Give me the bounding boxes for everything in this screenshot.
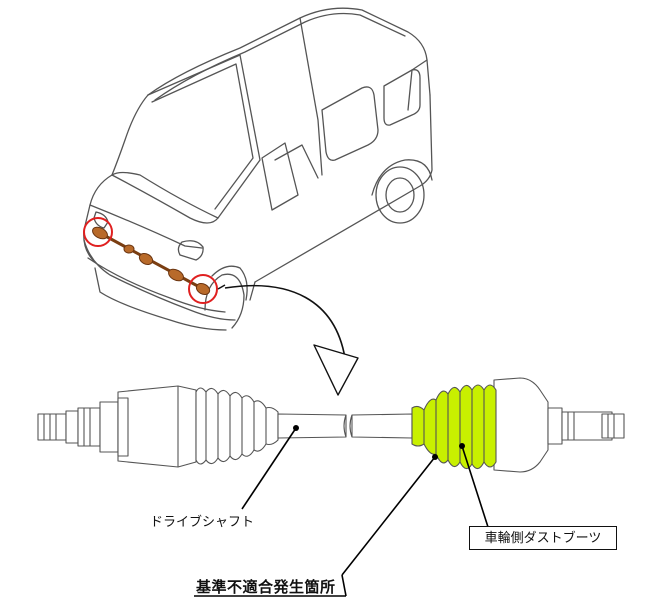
leader-lines: [194, 425, 489, 597]
inner-boot: [195, 387, 279, 465]
vehicle-illustration: [83, 7, 433, 331]
nonconforming-location-label: 基準不適合発生箇所: [196, 578, 336, 596]
location-markers: [83, 217, 218, 304]
boot-leader: [461, 445, 489, 528]
wheel-side-dust-boot: [411, 384, 497, 470]
location-leader: [341, 456, 436, 576]
driveshaft-label: ドライブシャフト: [150, 515, 255, 530]
inner-joint-marker: [83, 217, 113, 247]
inner-stub: [37, 413, 67, 441]
driveshaft-assembly: [37, 377, 625, 473]
curved-arrow-icon: [217, 284, 359, 396]
shaft: [277, 413, 347, 439]
wheel-side-dust-boot-label: 車輪側ダストブーツ: [469, 526, 617, 550]
driveshaft-leader: [241, 427, 297, 510]
vehicle-driveshaft: [92, 226, 211, 296]
outer-joint-marker: [188, 274, 218, 304]
